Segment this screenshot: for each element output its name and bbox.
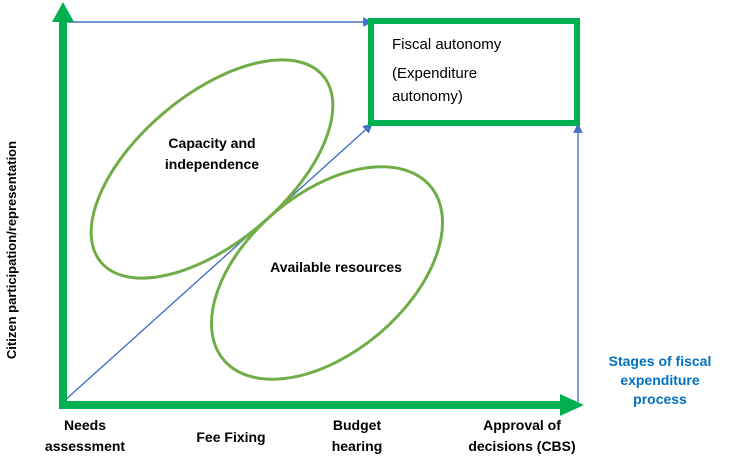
y-axis-label: Citizen participation/representation [4, 140, 19, 360]
stage-fee-fixing-line1: Fee Fixing [196, 429, 266, 445]
goal-box-subtitle-line2: autonomy) [392, 88, 463, 105]
y-axis-arrowhead [52, 2, 74, 22]
capacity-label-line2: independence [164, 156, 260, 172]
stage-budget-hearing-line1: Budget [332, 417, 382, 433]
goal-box-title: Fiscal autonomy [392, 36, 502, 53]
stage-needs-assessment-line1: Needs [63, 417, 107, 433]
capacity-label-line1: Capacity and [168, 135, 256, 151]
x-axis-arrowhead [560, 394, 584, 416]
x-axis-title: Stages of fiscal expenditure process [595, 352, 725, 409]
stage-approval: Approval of decisions (CBS) [452, 415, 592, 457]
diagonal-blue-arrow [62, 123, 373, 403]
fiscal-autonomy-box [368, 18, 580, 126]
stage-budget-hearing: Budget hearing [317, 415, 397, 457]
stage-fee-fixing: Fee Fixing [176, 427, 286, 448]
resources-label: Available resources [246, 257, 426, 278]
resources-label-line1: Available resources [270, 259, 402, 275]
stage-budget-hearing-line2: hearing [331, 438, 383, 454]
stage-needs-assessment-line2: assessment [44, 438, 126, 454]
stage-needs-assessment: Needs assessment [35, 415, 135, 457]
stage-approval-line2: decisions (CBS) [468, 438, 576, 454]
x-axis-title-line2: expenditure [620, 372, 700, 388]
capacity-label: Capacity and independence [142, 133, 282, 175]
stage-approval-line1: Approval of [483, 417, 561, 433]
x-axis-title-line1: Stages of fiscal [608, 353, 712, 369]
resources-ellipse [210, 165, 444, 381]
goal-box-subtitle-line1: (Expenditure [392, 65, 478, 82]
x-axis-title-line3: process [633, 391, 687, 407]
